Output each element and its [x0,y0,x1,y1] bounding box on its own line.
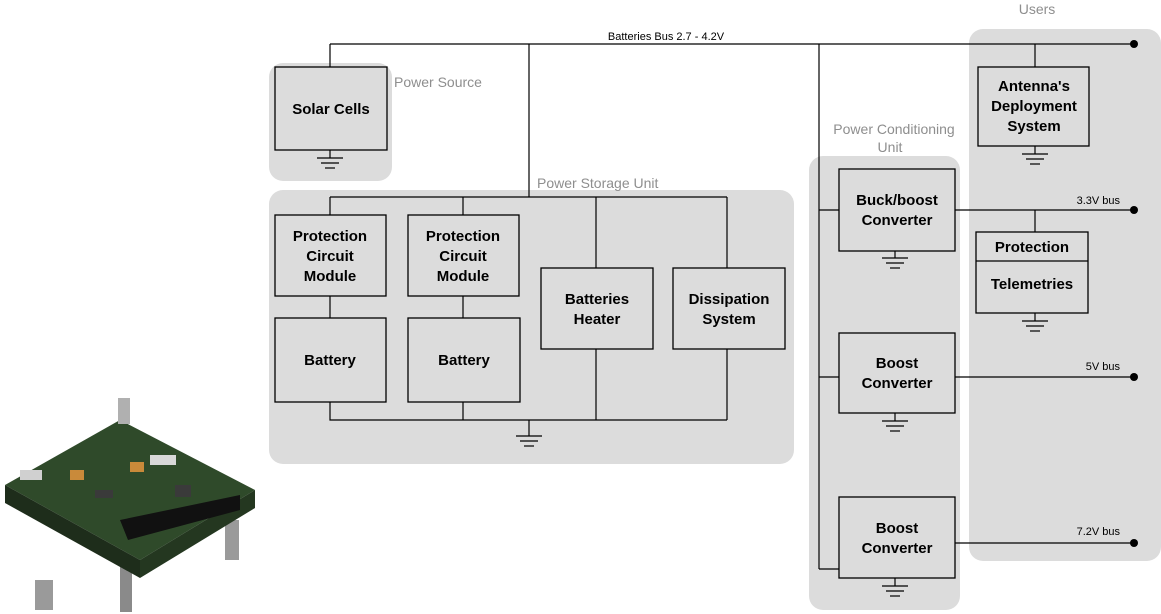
main-bus-label: Batteries Bus 2.7 - 4.2V [608,31,725,43]
block-label-line: Converter [862,540,933,557]
block-label-line: Boost [876,355,919,372]
block-label-line: Batteries [565,291,629,308]
svg-text:Telemetries: Telemetries [991,276,1073,293]
svg-text:Battery: Battery [438,352,490,369]
block-label-line: Boost [876,520,919,537]
solar-cells-block: Solar Cells [275,67,387,150]
bus-33-terminal [1130,206,1138,214]
battery-1: Battery [275,318,386,402]
block-label-line: Deployment [991,98,1077,115]
protection-telemetries-block: Protection Telemetries [976,232,1088,313]
svg-text:Protection: Protection [995,239,1069,256]
block-label-line: Dissipation [689,291,770,308]
block-label-line: Module [437,268,490,285]
power-source-label: Power Source [394,74,482,90]
main-bus-terminal [1130,40,1138,48]
bus-72-label: 7.2V bus [1077,526,1121,538]
users-label: Users [1019,1,1056,17]
block-label-line: Battery [438,352,490,369]
block-label-line: System [1007,118,1060,135]
block-label-line: Protection [426,228,500,245]
block-label-line: Battery [304,352,356,369]
bus-5-terminal [1130,373,1138,381]
block-label-line: Converter [862,212,933,229]
block-label-line: Buck/boost [856,192,938,209]
power-storage-label: Power Storage Unit [537,175,659,191]
block-label-line: System [702,311,755,328]
block-label-line: Circuit [439,248,487,265]
block-label-line: Protection [995,239,1069,256]
block-label-line: Heater [574,311,621,328]
battery-2: Battery [408,318,520,402]
block-label-line: Telemetries [991,276,1073,293]
block-label-line: Antenna's [998,78,1070,95]
block-label-line: Circuit [306,248,354,265]
pcb-board-photo [5,398,255,612]
power-conditioning-label-line1: Power Conditioning [833,121,954,137]
bus-72-terminal [1130,539,1138,547]
svg-text:Solar Cells: Solar Cells [292,101,370,118]
bus-33-label: 3.3V bus [1077,195,1121,207]
block-label-line: Solar Cells [292,101,370,118]
block-label-line: Module [304,268,357,285]
block-label-line: Protection [293,228,367,245]
bus-5-label: 5V bus [1086,361,1121,373]
svg-text:Battery: Battery [304,352,356,369]
power-conditioning-label-line2: Unit [878,139,903,155]
block-label-line: Converter [862,375,933,392]
